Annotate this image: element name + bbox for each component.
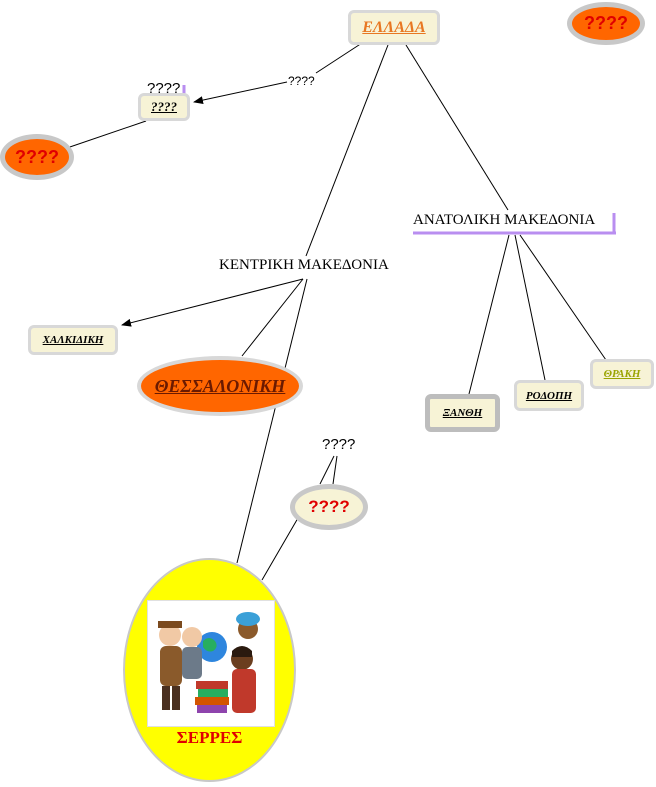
link-root-to-left	[315, 42, 363, 74]
link-central-to-serres	[236, 278, 308, 564]
link-east-to-xanthi	[468, 234, 510, 395]
link-central-to-thessaloniki	[241, 278, 304, 357]
link-root-to-central	[305, 44, 389, 257]
serres-bubble[interactable]: ????	[290, 484, 368, 530]
link-central-to-chalkidiki	[121, 278, 304, 327]
left-box-caption: ????	[147, 80, 181, 97]
link-east-to-rodopi	[514, 234, 546, 381]
chalkidiki-node[interactable]: ΧΑΛΚΙΔΙΚΗ	[28, 325, 118, 355]
rodopi-node[interactable]: ΡΟΔΟΠΗ	[514, 380, 584, 411]
thessaloniki-node[interactable]: ΘΕΣΣΑΛΟΝΙΚΗ	[137, 356, 303, 416]
link-serres-caption-to-bubble-a	[319, 455, 335, 485]
left-box-node[interactable]: ????	[138, 93, 190, 121]
link-east-to-thraki	[519, 234, 607, 361]
link-label-to-left-box	[193, 81, 288, 105]
thraki-node[interactable]: ΘΡΑΚΗ	[590, 359, 654, 389]
link-root-to-east	[405, 44, 509, 211]
children-globe-illustration	[147, 600, 275, 727]
east-macedonia-label[interactable]: ΑΝΑΤΟΛΙΚΗ ΜΑΚΕΔΟΝΙΑ	[413, 212, 596, 228]
children-globe-icon	[158, 612, 260, 713]
link-left-box-to-bubble	[63, 120, 147, 150]
link-bubble-to-serres	[261, 517, 299, 581]
root-node-ellada[interactable]: ΕΛΛΑΔΑ	[348, 10, 440, 45]
top-right-bubble[interactable]: ????	[567, 2, 645, 45]
central-macedonia-label[interactable]: ΚΕΝΤΡΙΚΗ ΜΑΚΕΔΟΝΙΑ	[219, 257, 389, 273]
serres-node[interactable]: ΣΕΡΡΕΣ	[123, 558, 296, 782]
serres-caption: ????	[322, 436, 356, 453]
serres-label: ΣΕΡΡΕΣ	[176, 728, 243, 747]
xanthi-node[interactable]: ΞΑΝΘΗ	[425, 394, 500, 432]
link-serres-caption-to-bubble-b	[332, 455, 338, 485]
left-bubble[interactable]: ????	[0, 134, 74, 180]
arrow-label: ????	[288, 74, 315, 88]
